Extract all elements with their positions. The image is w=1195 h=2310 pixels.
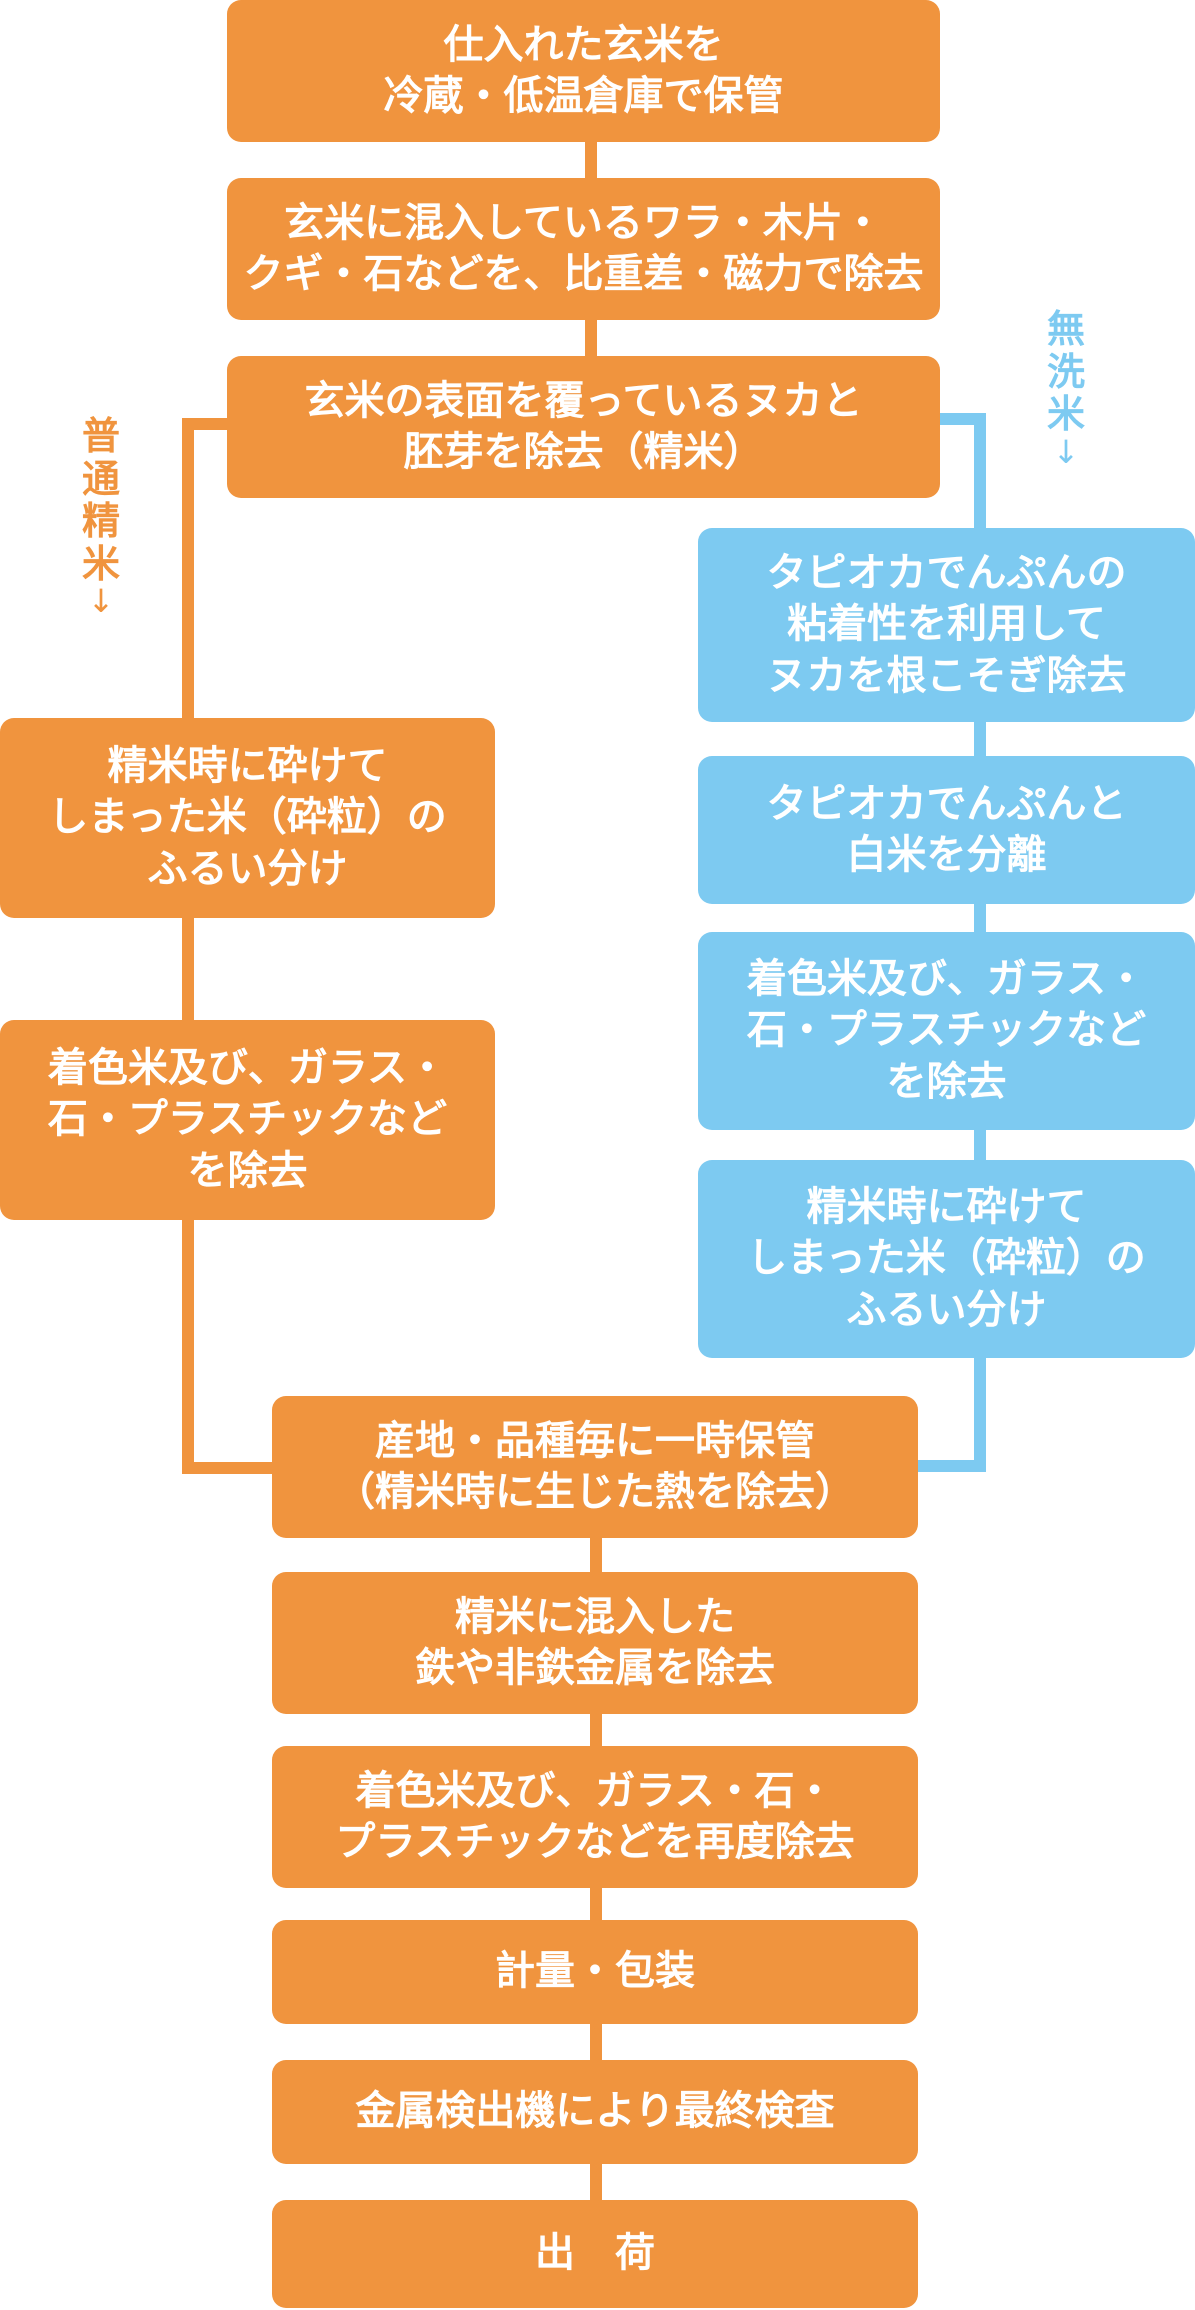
step-line: 金属検出機により最終検査: [355, 2088, 835, 2135]
step-polishing: 玄米の表面を覆っているヌカと 胚芽を除去（精米）: [227, 356, 940, 498]
step-line: 計量・包装: [495, 1948, 695, 1995]
step-temporary-storage: 産地・品種毎に一時保管 （精米時に生じた熱を除去）: [272, 1396, 918, 1538]
connector-musenmai-vertical-3: [974, 1128, 986, 1168]
connector-final-3: [590, 1886, 602, 1922]
step-line: 産地・品種毎に一時保管: [375, 1417, 815, 1464]
step-weigh-package: 計量・包装: [272, 1920, 918, 2024]
step-line: 玄米の表面を覆っているヌカと: [304, 377, 863, 424]
step-store-brown-rice: 仕入れた玄米を 冷蔵・低温倉庫で保管: [227, 0, 940, 142]
regular-step-sieve-broken-rice: 精米時に砕けて しまった米（砕粒）の ふるい分け: [0, 718, 495, 918]
step-line: 粘着性を利用して: [787, 601, 1106, 648]
step-line: 冷蔵・低温倉庫で保管: [383, 73, 784, 119]
musenmai-step-remove-colored-rice: 着色米及び、ガラス・ 石・プラスチックなど を除去: [698, 932, 1195, 1130]
step-line: 着色米及び、ガラス・: [47, 1045, 448, 1092]
connector-final-1: [590, 1536, 602, 1576]
step-line: 石・プラスチックなど: [746, 1007, 1147, 1054]
label-char: 無: [1046, 307, 1085, 351]
label-char: 普: [81, 414, 120, 458]
connector-regular-horizontal-top: [182, 418, 232, 430]
step-line: 白米を分離: [846, 832, 1047, 878]
connector-musenmai-vertical-bottom: [974, 1356, 986, 1472]
musenmai-step-sieve-broken-rice: 精米時に砕けて しまった米（砕粒）の ふるい分け: [698, 1160, 1195, 1358]
connector-final-2: [590, 1712, 602, 1748]
connector-musenmai-vertical-2: [974, 900, 986, 940]
connector-regular-horizontal-bottom: [182, 1462, 292, 1474]
step-line: （精米時に生じた熱を除去）: [335, 1469, 855, 1515]
step-line: ヌカを根こそぎ除去: [766, 652, 1127, 699]
step-line: 精米に混入した: [455, 1593, 735, 1640]
regular-polishing-label: 普 通 精 米 ↓: [76, 415, 126, 617]
step-line: タピオカでんぷんと: [766, 780, 1127, 827]
step-shipping: 出 荷: [272, 2200, 918, 2308]
connector-musenmai-vertical-1: [974, 720, 986, 760]
musenmai-step-separate-tapioca: タピオカでんぷんと 白米を分離: [698, 756, 1195, 904]
step-line: 着色米及び、ガラス・石・: [355, 1767, 835, 1814]
step-line: ふるい分け: [147, 845, 348, 892]
step-line: 胚芽を除去（精米）: [403, 429, 764, 475]
label-char: 米: [1046, 392, 1085, 437]
musenmai-label: 無 洗 米 ↓: [1041, 308, 1091, 468]
step-line: しまった米（砕粒）の: [747, 1235, 1146, 1282]
step-line: 出 荷: [535, 2230, 655, 2277]
step-line: 精米時に砕けて: [806, 1184, 1087, 1231]
label-char: 精: [81, 499, 120, 544]
label-char: 米: [81, 541, 120, 586]
step-line: タピオカでんぷんの: [766, 550, 1127, 597]
down-arrow-icon: ↓: [87, 582, 115, 621]
down-arrow-icon: ↓: [1052, 432, 1080, 471]
step-final-inspection: 金属検出機により最終検査: [272, 2060, 918, 2164]
step-line: 着色米及び、ガラス・: [746, 956, 1147, 1003]
step-remove-metals: 精米に混入した 鉄や非鉄金属を除去: [272, 1572, 918, 1714]
step-line: プラスチックなどを再度除去: [335, 1819, 855, 1865]
connector-regular-vertical: [182, 418, 194, 1474]
connector-main-1: [585, 140, 597, 180]
connector-final-4: [590, 2022, 602, 2062]
step-line: 仕入れた玄米を: [443, 21, 724, 68]
connector-musenmai-horizontal-bottom: [910, 1460, 986, 1472]
step-line: 精米時に砕けて: [107, 743, 388, 790]
step-line: 玄米に混入しているワラ・木片・: [284, 199, 883, 246]
label-char: 通: [81, 456, 120, 501]
musenmai-step-tapioca-bran-removal: タピオカでんぷんの 粘着性を利用して ヌカを根こそぎ除去: [698, 528, 1195, 722]
connector-main-2: [585, 318, 597, 358]
step-line: 石・プラスチックなど: [47, 1096, 448, 1143]
step-line: ふるい分け: [846, 1286, 1047, 1333]
regular-step-remove-colored-rice: 着色米及び、ガラス・ 石・プラスチックなど を除去: [0, 1020, 495, 1220]
label-char: 洗: [1046, 349, 1085, 394]
connector-final-5: [590, 2162, 602, 2202]
step-remove-foreign-matter: 玄米に混入しているワラ・木片・ クギ・石などを、比重差・磁力で除去: [227, 178, 940, 320]
connector-musenmai-vertical-top: [974, 413, 986, 533]
step-line: を除去: [187, 1147, 308, 1194]
step-line: 鉄や非鉄金属を除去: [415, 1645, 775, 1691]
step-remove-colored-rice-again: 着色米及び、ガラス・石・ プラスチックなどを再度除去: [272, 1746, 918, 1888]
step-line: しまった米（砕粒）の: [48, 794, 447, 841]
step-line: を除去: [886, 1058, 1007, 1105]
step-line: クギ・石などを、比重差・磁力で除去: [243, 251, 924, 297]
